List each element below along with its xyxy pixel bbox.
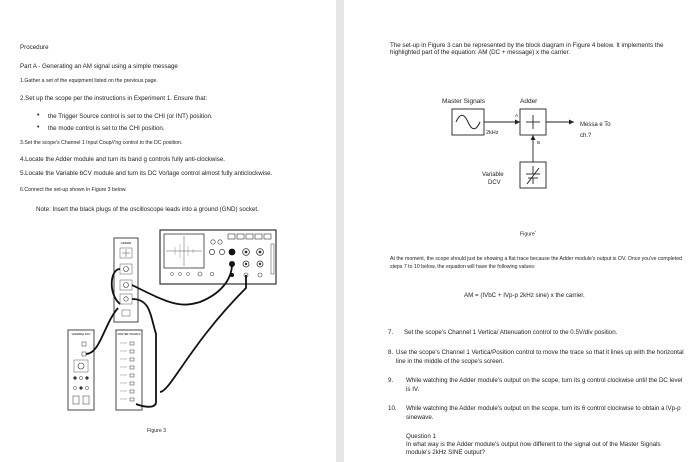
step-5: 5.Locate the Variable bCV module and tur… [20, 170, 273, 177]
figure-4-caption-superscript: ⁴ [534, 230, 537, 234]
status-paragraph: At the moment, the scope should just be … [390, 256, 682, 270]
frequency-label: 2kHz [486, 130, 499, 136]
adder-port-b-label: B [537, 140, 540, 146]
master-signals-module: MASTER SIGNALS [115, 329, 143, 411]
left-page: Procedure Part A - Generating an AM sign… [0, 0, 336, 462]
step-9-text: While watching the Adder module's output… [406, 377, 683, 393]
dcv-label-line-1: Variable [482, 172, 504, 178]
bullet-2: the mode control is set to the CHI posit… [48, 125, 165, 132]
variable-dcv-module: VARIABLE DCV [67, 329, 95, 411]
adder-module-label: ADDER [121, 241, 132, 245]
step-1: 1.Gather a set of the equipment listed o… [20, 78, 158, 84]
master-signals-label: MASTER SIGNALS [118, 332, 141, 336]
figure-4-caption: Figure⁴ [520, 229, 536, 239]
intro-paragraph: The set-up in Figure 3 can be represente… [390, 42, 664, 56]
step-10-text: While watching the Adder module's output… [406, 405, 681, 421]
step-10-number: 10. [388, 405, 397, 412]
step-9-number: 9. [388, 377, 394, 384]
sine-wave-icon [455, 114, 481, 130]
adder-port-a-label: A [515, 113, 519, 119]
figure-4-block-diagram: Master Signals Adder 2kHz A Messa e To c… [442, 98, 611, 189]
variable-dcv-label: VARIABLE DCV [72, 332, 91, 336]
dcv-block [519, 161, 547, 189]
step-3: 3.Set the scope's Channel 1 Input Coup//… [20, 140, 183, 146]
adder-block-label: Adder [520, 98, 538, 105]
question-text: In what way is the Adder module's output… [406, 441, 661, 456]
step-7-text: Set the scope's Channel 1 Vertica/ Atten… [404, 329, 618, 336]
note-text: Note: Insert the black plugs of the osci… [36, 206, 259, 213]
figure-3-equipment-diagram: ADDER VARIABLE DCV [67, 229, 277, 411]
am-equation: AM = (IVbC + IVp-p 2kHz sine) x the carr… [464, 292, 585, 299]
oscilloscope [159, 229, 277, 285]
question-title: Question 1 [406, 433, 436, 440]
bullet-dot: • [37, 112, 40, 119]
figure-3-caption: Figure 3 [147, 428, 167, 434]
figure-4-caption-text: Figure [520, 231, 535, 238]
patch-leads [85, 263, 247, 408]
master-signals-block-label: Master Signals [442, 98, 486, 105]
bullet-dot: • [37, 124, 40, 131]
step-2: 2.Set up the scope per the instructions … [20, 95, 208, 102]
step-8-text: Use the scope's Channel 1 Vertica/Positi… [396, 349, 684, 365]
procedure-heading: Procedure [20, 44, 49, 51]
step-8-number: 8. [388, 349, 394, 356]
step-4: 4.Locate the Adder module and turn its b… [20, 156, 225, 163]
step-6: 6.Connect the set-up shown in Figure 3 b… [20, 187, 127, 193]
step-7-number: 7. [388, 329, 394, 336]
output-label-line-2: ch.? [580, 133, 592, 139]
right-page: The set-up in Figure 3 can be represente… [344, 0, 700, 462]
part-title: Part A - Generating an AM signal using a… [20, 63, 178, 70]
dcv-label-line-2: DCV [488, 180, 501, 186]
output-label-line-1: Messa e To [580, 122, 611, 128]
bullet-1: the Trigger Source control is set to the… [48, 113, 213, 120]
battery-icon [526, 166, 540, 185]
